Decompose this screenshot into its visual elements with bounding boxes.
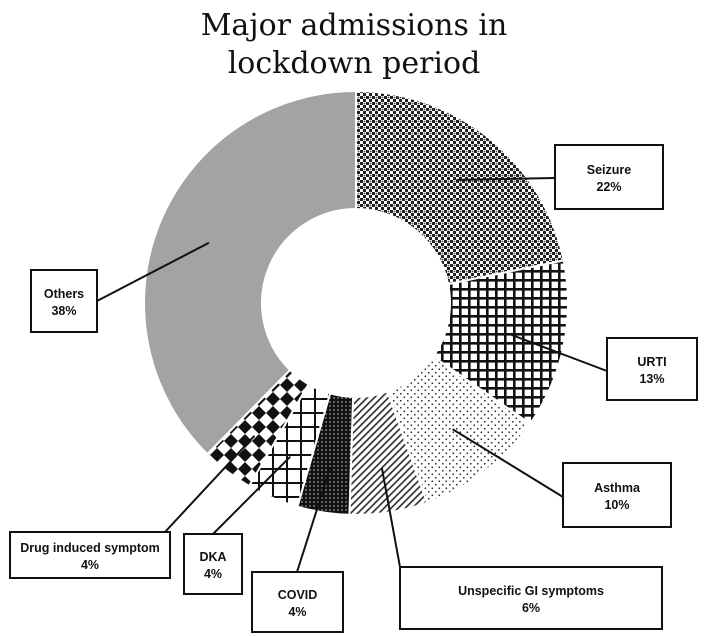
data-label-box [399,566,663,630]
data-label-value: 4% [288,605,306,619]
data-label-name: DKA [199,550,226,564]
data-label-box [9,531,171,579]
data-label-box [30,269,98,333]
data-label-name: Others [44,287,84,301]
data-label-box [562,462,672,528]
data-labels: Seizure 22% URTI 13% Asthma 10% Unspecific GI … [9,144,698,633]
slice-others [143,89,357,456]
data-label-box [251,571,344,633]
leader-line [511,333,608,372]
leader-line [296,467,332,573]
chart-title-line-1: Major admissions in [201,8,508,43]
leader-line [212,455,291,535]
donut-slices [143,89,569,516]
data-label-box [554,144,664,210]
slice-seizure [355,89,565,286]
leader-line [164,435,256,533]
data-label-name: Seizure [587,163,632,177]
data-label-name: Drug induced symptom [20,541,160,555]
data-label-value: 6% [522,601,540,615]
data-label-value: 4% [204,567,222,581]
chart-title-line-2: lockdown period [228,46,481,81]
data-label-value: 22% [596,180,621,194]
data-label-value: 38% [51,304,76,318]
data-label-value: 13% [639,372,664,386]
leader-line [456,177,556,181]
data-label-value: 4% [81,558,99,572]
data-label-box [606,337,698,401]
leader-line [380,467,401,568]
leader-line [452,428,564,498]
data-label-value: 10% [604,498,629,512]
data-label-name: Asthma [594,481,641,495]
data-label-box [183,533,243,595]
data-label-name: URTI [637,355,666,369]
data-label-name: Unspecific GI symptoms [458,584,604,598]
leader-line [96,241,210,302]
data-label-name: COVID [278,588,318,602]
slice-urti [431,259,569,426]
leader-lines [96,177,608,573]
